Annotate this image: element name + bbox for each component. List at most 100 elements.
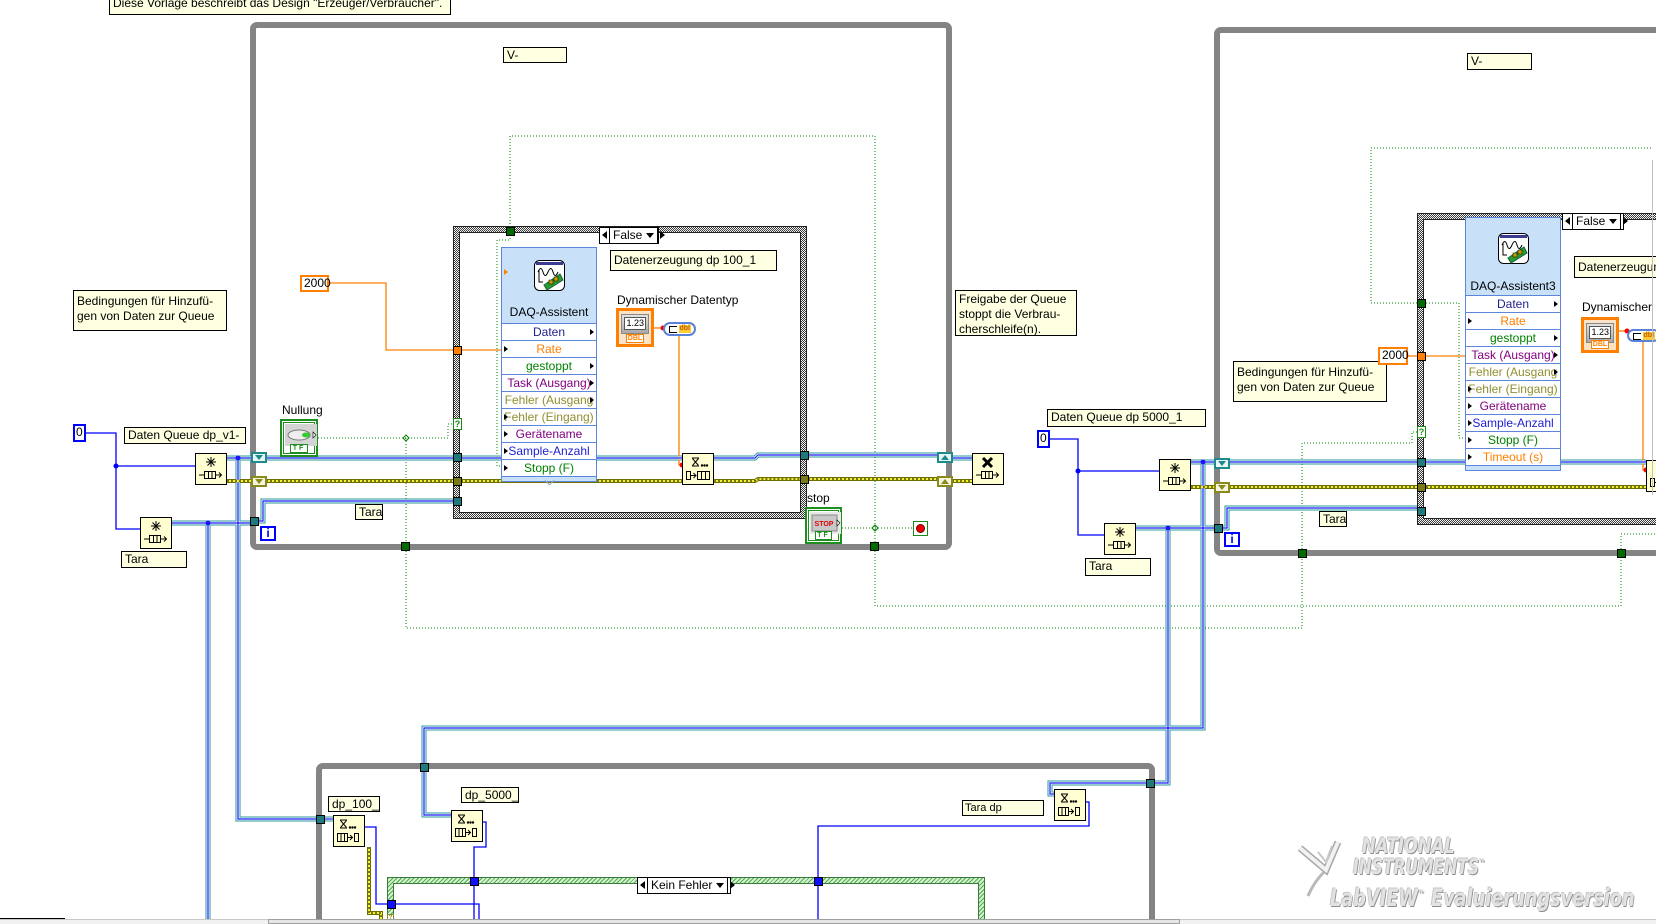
tunnel-error-case-1-left[interactable] [453, 477, 462, 486]
dynamic-data-indicator-1[interactable]: 1.23 DBL [616, 308, 654, 347]
daq-terminal-gestoppt[interactable]: gestoppt [502, 357, 596, 374]
tunnel-tara-case-1[interactable] [453, 497, 462, 506]
tara-queue-label-2[interactable]: Tara Queue [1085, 558, 1151, 576]
bool-wire-stop-feedback-2[interactable] [1370, 147, 1652, 304]
data-queue-label-2[interactable]: Daten Queue dp 5000_1 [1047, 409, 1206, 427]
daq-expander[interactable] [1466, 465, 1560, 470]
obtain-queue-node-tara-2[interactable] [1104, 523, 1136, 555]
loop-2-label[interactable]: V-Messung [1467, 53, 1532, 70]
conditions-comment-1[interactable]: Bedingungen für Hinzufü- gen von Daten z… [73, 290, 227, 331]
tunnel-tara-loop-2[interactable] [1214, 524, 1223, 533]
convert-from-dynamic-data-2[interactable]: dbl [1627, 329, 1656, 342]
conditions-comment-2[interactable]: Bedingungen für Hinzufü- gen von Daten z… [1233, 361, 1387, 402]
case-selector-value[interactable]: Kein Fehler [648, 878, 727, 893]
tunnel-error-case-2[interactable] [1417, 483, 1426, 492]
data-wire-dequeue-1[interactable] [365, 826, 387, 905]
dbl-wire-rate-1[interactable] [329, 282, 453, 351]
dequeue-label-tara-5000[interactable]: Tara dp 5000_1 [962, 800, 1044, 816]
tunnel-rate-case-2[interactable] [1417, 352, 1426, 361]
int-wire-size-1[interactable] [86, 432, 195, 467]
int-wire-size-2-tara[interactable] [1077, 471, 1104, 536]
producer-while-loop-2[interactable] [1214, 27, 1656, 556]
chevron-down-icon[interactable] [646, 233, 655, 238]
tara-label-2[interactable]: Tara [1319, 511, 1347, 527]
tara-queue-label-1[interactable]: Tara Queue [121, 551, 187, 568]
dbl-wire-enqueue-2[interactable] [1642, 342, 1646, 471]
tunnel-consumer-top[interactable] [420, 763, 429, 772]
data-wire-dequeue-1-case[interactable] [395, 903, 480, 924]
queue-wire-tara-2-to-consumer[interactable] [1155, 528, 1171, 786]
queue-size-constant-2[interactable]: 0 [1037, 430, 1050, 448]
chevron-down-icon[interactable] [716, 883, 725, 888]
shift-register-queue-left-2[interactable] [1214, 458, 1230, 469]
bool-wire-stop-daq-2[interactable] [1426, 302, 1465, 439]
daq-terminal-task-ausgang[interactable]: Task (Ausgang) [502, 374, 596, 391]
tunnel-nullung-loop-1-bottom[interactable] [401, 542, 410, 551]
case-selector-terminal-1[interactable]: ? [453, 418, 462, 430]
producer-while-loop-1[interactable] [250, 22, 952, 550]
tunnel-queue-case-1-right[interactable] [800, 451, 809, 460]
queue-size-constant-1[interactable]: 0 [73, 424, 86, 442]
horizontal-scrollbar[interactable] [268, 919, 1180, 924]
data-queue-label-1[interactable]: Daten Queue dp_v1-4 [124, 427, 246, 444]
dequeue-label-dp-5000[interactable]: dp_5000_1 [461, 787, 519, 803]
bool-wire-nullung-case-2[interactable] [1301, 431, 1417, 549]
daq-terminal-gerätename[interactable]: Gerätename [502, 425, 596, 442]
daq-terminal-fehler-ausgang[interactable]: Fehler (Ausgang [502, 391, 596, 408]
rate-constant-2[interactable]: 2000 [1378, 347, 1409, 365]
tunnel-tara-loop-1[interactable] [250, 517, 259, 526]
case-decrement-icon[interactable] [638, 878, 648, 893]
stop-button-control[interactable]: STOP TF [805, 507, 842, 544]
int-wire-size-2[interactable] [1050, 438, 1159, 472]
iteration-terminal-2[interactable]: i [1224, 532, 1240, 547]
nullung-boolean-control[interactable]: TF [280, 419, 318, 457]
case-selector-terminal-2[interactable]: ? [1417, 426, 1426, 438]
tunnel-queue-case-2[interactable] [1417, 458, 1426, 467]
dequeue-node-tara-5000[interactable] [1054, 789, 1086, 821]
daq-terminal-gerätename[interactable]: Gerätename [1466, 397, 1560, 414]
bool-wire-nullung[interactable] [318, 423, 453, 439]
bool-wire-nullung-to-loop-2[interactable] [405, 551, 1303, 629]
tunnel-consumer-right[interactable] [1146, 779, 1155, 788]
tunnel-queue-case-1-left[interactable] [453, 453, 462, 462]
convert-from-dynamic-data-1[interactable]: dbl [663, 322, 696, 336]
tunnel-error-case-1-right[interactable] [800, 475, 809, 484]
obtain-queue-node-daten-1[interactable] [195, 453, 227, 485]
daq-terminal-daten[interactable]: Daten [502, 323, 596, 340]
tunnel-error-case-top-2[interactable] [814, 877, 823, 886]
enqueue-node-2[interactable] [1646, 460, 1656, 492]
tunnel-case-2-top[interactable] [1417, 299, 1426, 308]
tunnel-error-case-top-1[interactable] [470, 877, 479, 886]
dbl-wire-enqueue-1[interactable] [678, 336, 682, 466]
bool-wire-stop-daq-1[interactable] [496, 235, 511, 467]
tunnel-stop-loop-2-bottom[interactable] [1617, 549, 1626, 558]
case-selector-value[interactable]: False [610, 228, 657, 243]
int-wire-size-1-tara[interactable] [115, 466, 140, 530]
case-selector-1[interactable]: False [599, 227, 666, 244]
shift-register-queue-left-1[interactable] [251, 452, 267, 463]
bool-wire-stop-feedback-1[interactable] [509, 135, 876, 542]
obtain-queue-node-tara-1[interactable] [140, 517, 172, 549]
shift-register-error-left-2[interactable] [1214, 482, 1230, 493]
enqueue-node-1[interactable] [682, 453, 714, 485]
consumer-while-loop[interactable] [316, 763, 1155, 924]
dynamic-data-indicator-2[interactable]: 1.23 DBL [1581, 317, 1619, 353]
data-wire-dequeue-2[interactable] [473, 821, 487, 877]
daq-terminal-timeout-s[interactable]: Timeout (s) [1466, 448, 1560, 465]
bool-wire-stop-loop-2-inner[interactable] [1620, 533, 1656, 549]
queue-wire-daten-1-to-consumer[interactable] [235, 458, 316, 822]
error-case-selector[interactable]: Kein Fehler [637, 877, 736, 894]
shift-register-error-right-1[interactable] [937, 476, 953, 487]
release-queue-node[interactable] [972, 453, 1004, 485]
daq-terminal-fehler-eingang[interactable]: Fehler (Eingang) [502, 408, 596, 425]
case-selector-value[interactable]: False [1573, 214, 1620, 229]
shift-register-error-left-1[interactable] [251, 476, 267, 487]
daq-terminal-sample-anzahl[interactable]: Sample-Anzahl [502, 442, 596, 459]
case-selector-2[interactable]: False [1562, 213, 1629, 230]
daq-terminal-rate[interactable]: Rate [1466, 312, 1560, 329]
loop-condition-terminal[interactable] [913, 521, 928, 536]
daq-terminal-rate[interactable]: Rate [502, 340, 596, 357]
